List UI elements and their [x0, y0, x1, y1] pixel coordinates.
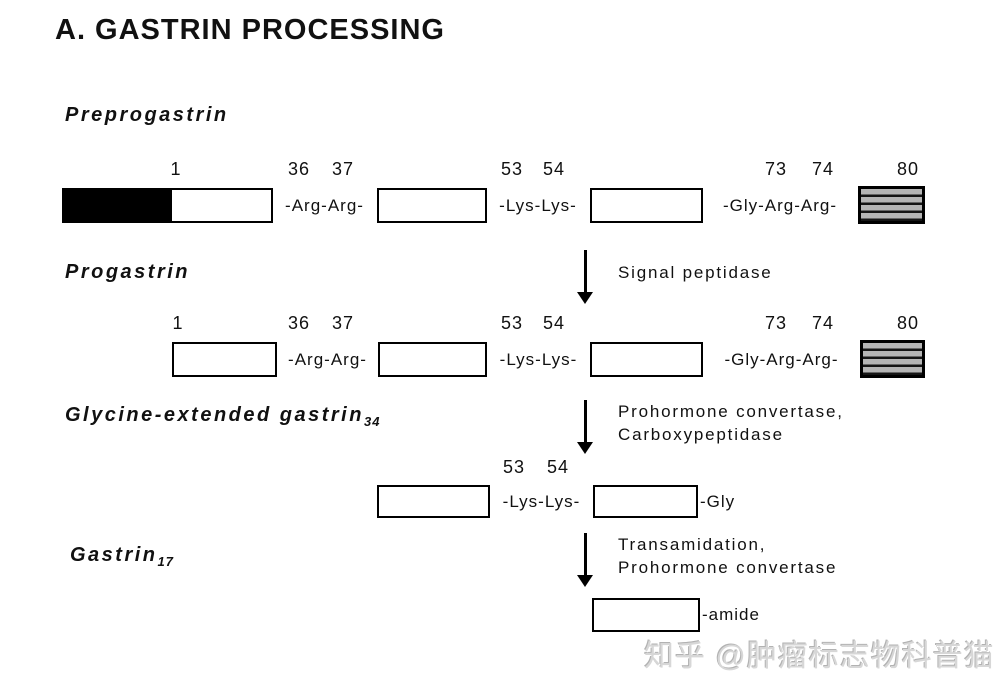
residue-number: 73: [764, 159, 788, 179]
residue-number: 53: [500, 159, 524, 179]
signal-peptide-box: [62, 188, 172, 223]
residue-number: 36: [287, 313, 311, 333]
residue-number: 1: [172, 313, 184, 333]
residue-number: 74: [811, 159, 835, 179]
cleavage-site-label: -Gly-Arg-Arg-: [722, 195, 838, 215]
process-arrow: [577, 400, 593, 454]
peptide-segment-box: [590, 342, 703, 377]
arrow-head-icon: [577, 575, 593, 587]
arrow-shaft: [583, 400, 587, 442]
peptide-segment-box: [590, 188, 703, 223]
enzyme-label: Signal peptidase: [618, 263, 773, 282]
residue-number: 74: [811, 313, 835, 333]
residue-number: 54: [546, 457, 570, 477]
residue-number: 73: [764, 313, 788, 333]
amide-suffix-label: -amide: [702, 604, 760, 624]
stage-label-gastrin17: Gastrin17: [70, 544, 174, 569]
stage-label-subscript: 17: [157, 554, 174, 569]
process-arrow: [577, 533, 593, 587]
peptide-segment-box: [592, 598, 700, 632]
residue-number: 37: [331, 313, 355, 333]
residue-number: 53: [500, 313, 524, 333]
cleavage-site-label: -Gly-Arg-Arg-: [724, 349, 839, 369]
enzyme-label: Transamidation,: [618, 535, 767, 554]
residue-number: 36: [287, 159, 311, 179]
arrow-head-icon: [577, 442, 593, 454]
residue-number: 37: [331, 159, 355, 179]
cleavage-site-label: -Lys-Lys-: [502, 491, 581, 511]
peptide-segment-box: [377, 188, 487, 223]
process-arrow: [577, 250, 593, 304]
enzyme-label: Prohormone convertase: [618, 558, 838, 577]
peptide-segment-box: [378, 342, 487, 377]
peptide-segment-box: [170, 188, 273, 223]
glycine-suffix-label: -Gly: [700, 491, 736, 511]
arrow-head-icon: [577, 292, 593, 304]
peptide-segment-box: [172, 342, 277, 377]
stage-label-text: Glycine-extended gastrin: [65, 404, 364, 426]
cleavage-site-label: -Lys-Lys-: [499, 349, 578, 369]
page-title: A. GASTRIN PROCESSING: [55, 14, 445, 46]
cleavage-site-label: -Lys-Lys-: [499, 195, 577, 215]
arrow-shaft: [583, 250, 587, 292]
arrow-shaft: [583, 533, 587, 575]
cleavage-site-label: -Arg-Arg-: [288, 349, 367, 369]
residue-number: 80: [896, 313, 920, 333]
residue-number: 1: [170, 159, 182, 179]
peptide-segment-box: [377, 485, 490, 518]
residue-number: 54: [542, 313, 566, 333]
residue-number: 54: [542, 159, 566, 179]
watermark: 知乎 @肿瘤标志物科普猫: [644, 640, 995, 673]
stage-label-subscript: 34: [363, 414, 381, 429]
cleavage-site-label: -Arg-Arg-: [285, 195, 364, 215]
c-terminal-flanking-box: [858, 186, 925, 224]
stage-label-glycine-extended-gastrin: Glycine-extended gastrin34: [65, 404, 380, 429]
stage-label-preprogastrin: Preprogastrin: [65, 104, 229, 126]
residue-number: 53: [502, 457, 526, 477]
enzyme-label: Prohormone convertase,: [618, 402, 844, 421]
stage-label-progastrin: Progastrin: [65, 261, 191, 283]
stage-label-text: Gastrin: [70, 544, 158, 566]
peptide-segment-box: [593, 485, 698, 518]
residue-number: 80: [896, 159, 920, 179]
c-terminal-flanking-box: [860, 340, 925, 378]
enzyme-label: Carboxypeptidase: [618, 425, 784, 444]
